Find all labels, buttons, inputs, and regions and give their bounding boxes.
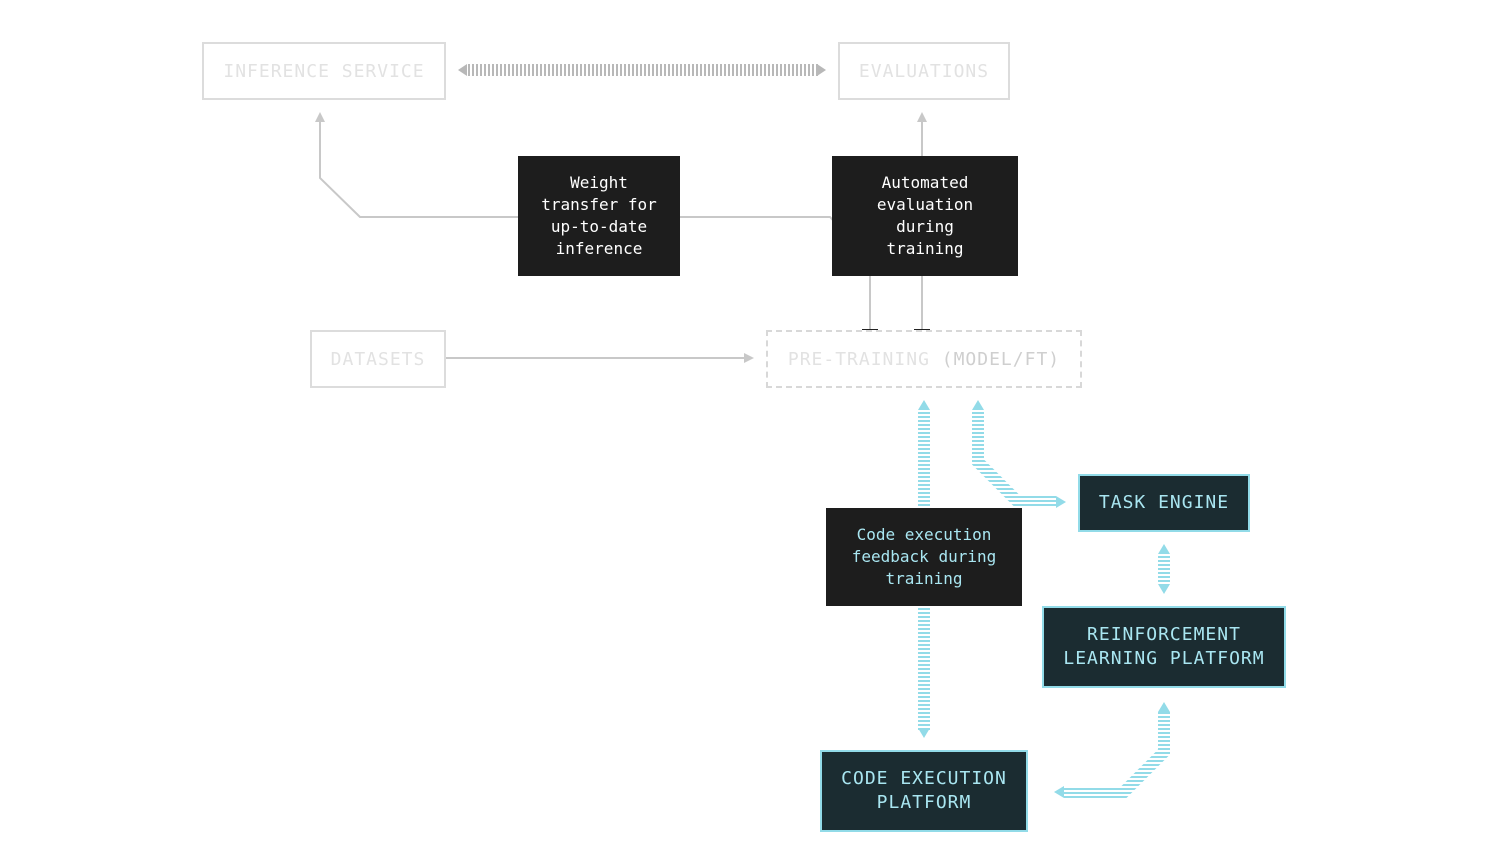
code-execution-feedback-text: Code execution feedback during training xyxy=(851,525,997,588)
evaluations-node: EVALUATIONS xyxy=(838,42,1010,100)
automated-evaluation-text: Automated evaluation during training xyxy=(876,173,974,258)
evaluations-label: EVALUATIONS xyxy=(858,60,990,82)
rl-platform-node: REINFORCEMENT LEARNING PLATFORM xyxy=(1042,606,1286,688)
code-execution-platform-node: CODE EXECUTION PLATFORM xyxy=(820,750,1028,832)
rl-platform-label: REINFORCEMENT LEARNING PLATFORM xyxy=(1063,624,1265,669)
rl-code-execution-link xyxy=(1054,702,1170,798)
inference-service-node: INFERENCE SERVICE xyxy=(202,42,446,100)
task-engine-rl-link xyxy=(1158,544,1170,594)
datasets-node: DATASETS xyxy=(310,330,446,388)
task-engine-label: TASK ENGINE xyxy=(1098,492,1230,513)
automated-evaluation-note: Automated evaluation during training xyxy=(832,156,1018,276)
inference-service-label: INFERENCE SERVICE xyxy=(223,60,425,82)
weight-transfer-text: Weight transfer for up-to-date inference xyxy=(541,173,657,258)
pretraining-label: PRE-TRAINING xyxy=(787,348,930,370)
pretraining-suffix: (MODEL/FT) xyxy=(941,348,1061,370)
weight-transfer-note: Weight transfer for up-to-date inference xyxy=(518,156,680,276)
datasets-connector xyxy=(444,350,754,366)
inference-evaluations-link xyxy=(458,64,826,76)
code-execution-platform-label: CODE EXECUTION PLATFORM xyxy=(841,768,1007,813)
pretraining-node: PRE-TRAINING (MODEL/FT) xyxy=(766,330,1082,388)
task-engine-node: TASK ENGINE xyxy=(1078,474,1250,532)
pretraining-task-engine-link xyxy=(972,400,1066,508)
datasets-label: DATASETS xyxy=(330,348,426,370)
code-execution-feedback-note: Code execution feedback during training xyxy=(826,508,1022,606)
code-execution-pretraining-link xyxy=(918,400,930,738)
